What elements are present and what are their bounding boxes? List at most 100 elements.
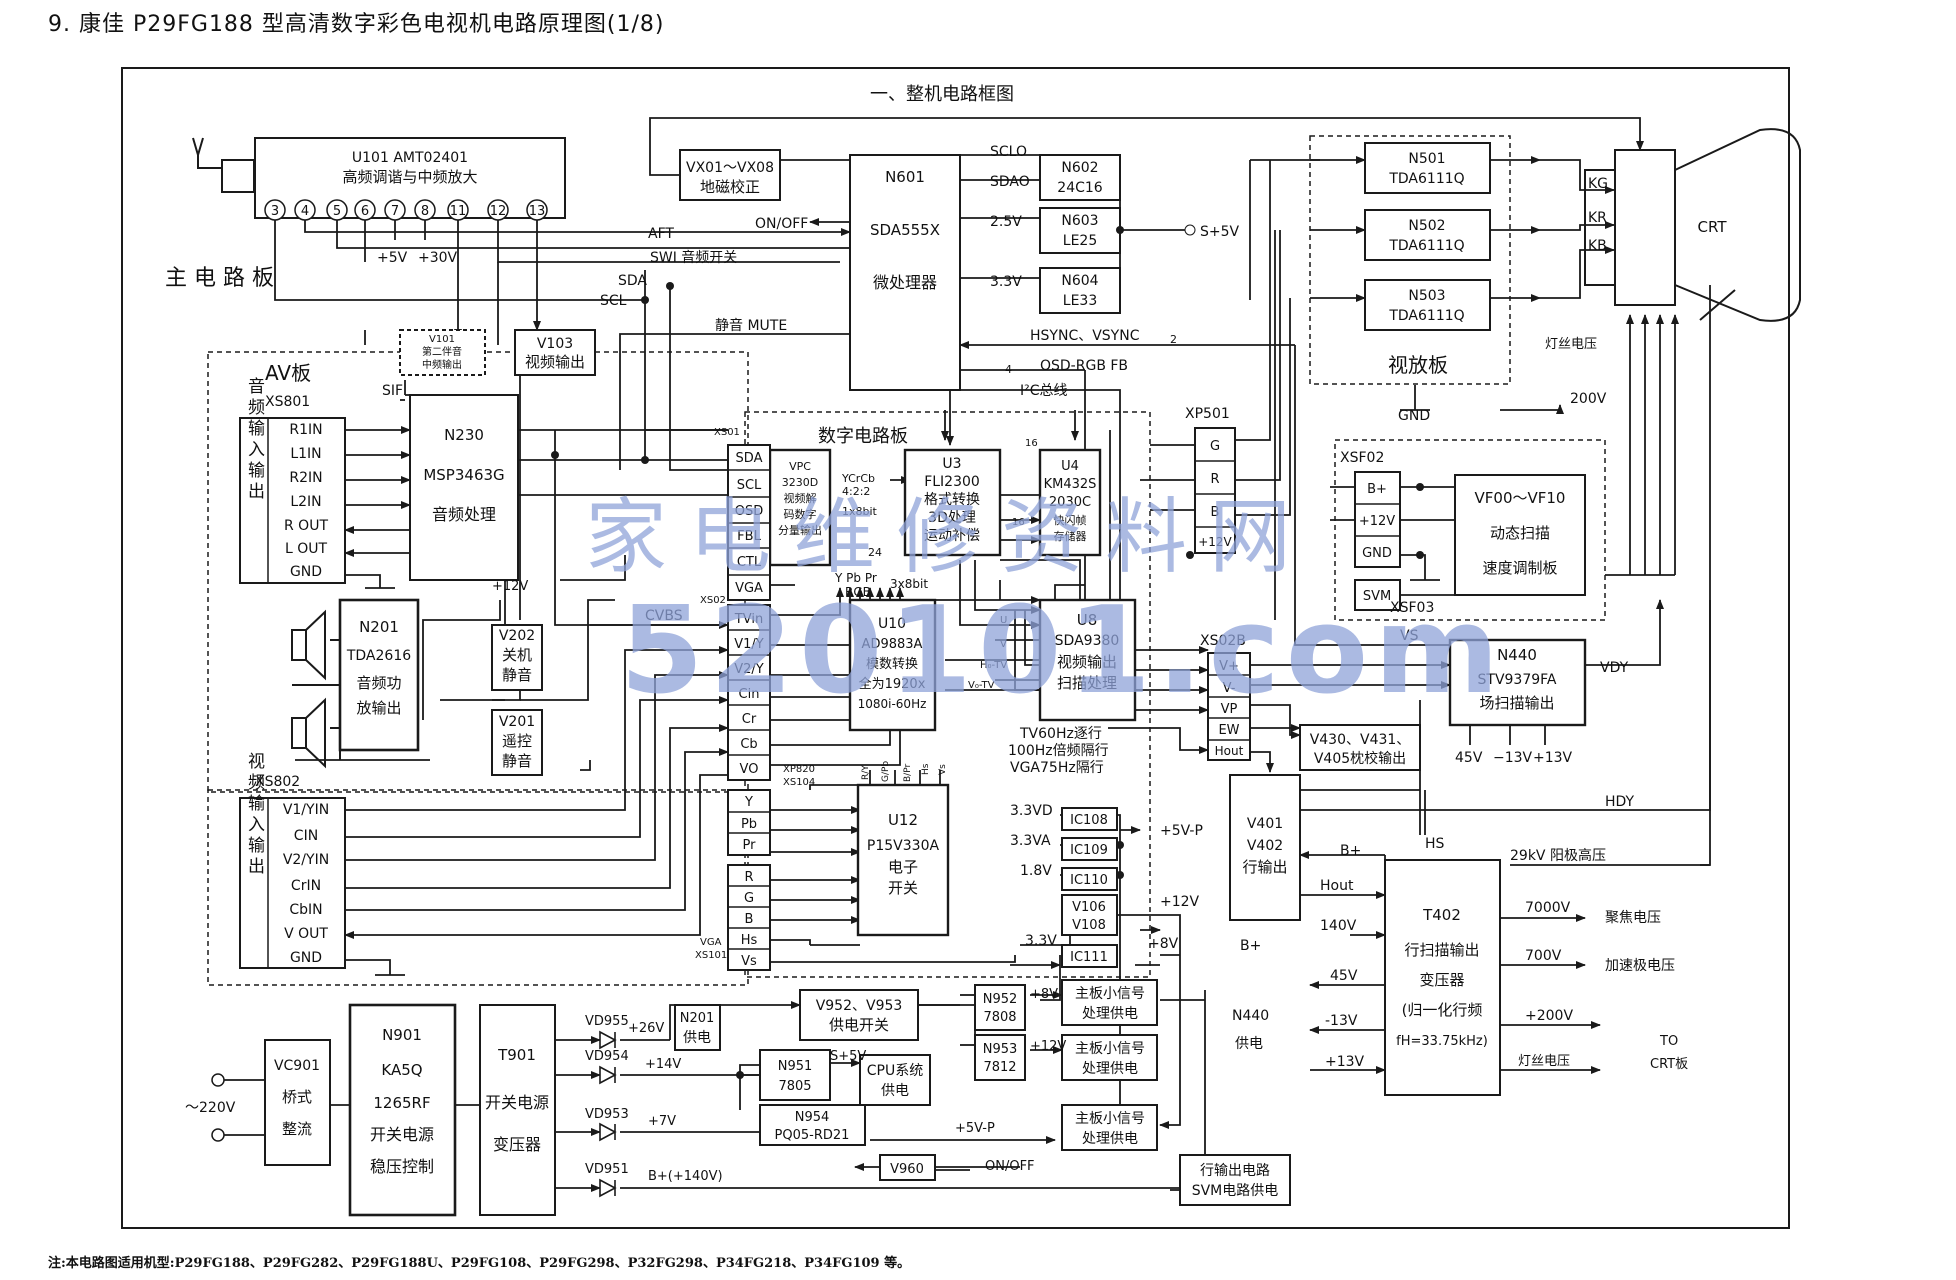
- label-p13b: +13V: [1325, 1054, 1365, 1070]
- xs02-pin: Cr: [742, 712, 757, 727]
- n601-chip: SDA555X: [870, 221, 940, 239]
- xs02-pin: VO: [740, 762, 759, 777]
- u12-block: [856, 783, 950, 937]
- u8-block: [1038, 598, 1137, 722]
- n230-block: [409, 394, 519, 581]
- label-votv: V₀-TV: [968, 680, 995, 691]
- xp501-pin: R: [1210, 472, 1219, 487]
- main-sup1-l2: 处理供电: [1082, 1006, 1138, 1022]
- xs01-pin: OSD: [735, 504, 764, 519]
- v106-l1: V106: [1072, 900, 1106, 915]
- outer-frame: [121, 67, 1790, 1229]
- t901-name: T901: [497, 1046, 536, 1064]
- label-p7v: +7V: [648, 1114, 676, 1129]
- label-kg: KG: [1588, 176, 1608, 192]
- label-s5v: S+5V: [1200, 224, 1240, 240]
- vpc-block: [768, 448, 832, 567]
- digital-board-label: 数字电路板: [818, 426, 908, 447]
- wires: [218, 117, 1711, 1192]
- xs02b-pin: V+: [1219, 659, 1239, 674]
- label-vd954: VD954: [585, 1049, 629, 1064]
- label-v33d: 3.3VD: [1010, 803, 1053, 819]
- vc901-block: [264, 1039, 331, 1166]
- ic109-name: IC109: [1070, 843, 1108, 858]
- t402-l4: fH=33.75kHz): [1396, 1034, 1488, 1049]
- t901-l1: 开关电源: [485, 1093, 549, 1112]
- xs01-pin: FBL: [737, 529, 761, 544]
- label-v45: 45V: [1455, 750, 1483, 766]
- xp820-pin: Pr: [743, 838, 757, 853]
- t402-l1: 行扫描输出: [1404, 941, 1479, 959]
- n501-block: [1364, 142, 1491, 194]
- v401-l2: V402: [1247, 838, 1283, 854]
- n201-l2: 放输出: [356, 699, 401, 717]
- label-vm13: −13V: [1493, 750, 1533, 766]
- n440-block: [1448, 638, 1587, 727]
- n601-func: 微处理器: [873, 273, 937, 292]
- v952-block: [799, 989, 919, 1041]
- v952-l2: 供电开关: [829, 1016, 889, 1034]
- n603-block: [1039, 207, 1121, 254]
- vga-pin: Vs: [741, 954, 757, 969]
- xp820-pin: Y: [744, 795, 753, 810]
- t402-block: [1384, 859, 1501, 1096]
- label-m13b: -13V: [1325, 1013, 1358, 1029]
- xsf02-pin: GND: [1362, 546, 1392, 561]
- n201-chip: TDA2616: [346, 648, 411, 664]
- label-p26v: +26V: [628, 1021, 664, 1036]
- label-v200: 200V: [1570, 391, 1607, 407]
- label-scan1: TV60Hz逐行: [1019, 726, 1102, 742]
- label-v7000: 7000V: [1525, 900, 1571, 916]
- u4-name: U4: [1061, 459, 1079, 474]
- n502-name: N502: [1408, 218, 1445, 234]
- n604-name: N604: [1061, 273, 1098, 289]
- n901-name: N901: [382, 1026, 422, 1044]
- n951-name: N951: [778, 1059, 813, 1074]
- label-p8v: +8V: [1030, 987, 1058, 1002]
- v101-name: V101: [429, 334, 455, 345]
- vpc-chip: 3230D: [782, 476, 818, 489]
- label-ratio: 4:2:2: [842, 485, 870, 498]
- label-n16a: 16: [1025, 438, 1038, 449]
- label-scan3: VGA75Hz隔行: [1010, 760, 1104, 776]
- xs02b-pin: V-: [1223, 681, 1236, 696]
- watermark-url: 520101.com: [620, 582, 1505, 721]
- crt-tube: [1584, 128, 1801, 322]
- xs02-pin: Cb: [740, 737, 757, 752]
- u10-l3: 1080i-60Hz: [858, 697, 927, 711]
- n601-name: N601: [885, 168, 925, 186]
- label-n440sup: N440: [1232, 1008, 1269, 1024]
- u12-chip: P15V330A: [867, 838, 940, 854]
- v202-l2: 静音: [502, 666, 532, 684]
- vga-name: VGA: [700, 937, 722, 948]
- main-board-label: 主 电 路 板: [165, 266, 274, 291]
- v101-l2: 中频输出: [422, 358, 462, 371]
- u8-l1: 视频输出: [1057, 653, 1117, 671]
- v401-l1: V401: [1247, 816, 1283, 832]
- u8-chip: SDA9380: [1055, 633, 1120, 649]
- xs01-pin: VGA: [735, 581, 763, 596]
- label-two: 2: [1170, 333, 1177, 346]
- v401-l3: 行输出: [1242, 858, 1287, 876]
- label-plus5vp: +5V-P: [1160, 823, 1203, 839]
- n901-block: [348, 1003, 457, 1217]
- main-sup1-l1: 主板小信号: [1075, 986, 1145, 1002]
- v952-l1: V952、V953: [816, 998, 903, 1014]
- label-sdao: SDAO: [990, 174, 1030, 190]
- label-ypbpr: Y Pb Pr: [834, 571, 877, 585]
- label-mute: 静音 MUTE: [715, 317, 787, 334]
- label-scan2: 100Hz倍频隔行: [1008, 743, 1109, 759]
- label-sda: SDA: [618, 273, 647, 289]
- n951-block: [759, 1049, 831, 1101]
- u4-chip: KM432S: [1044, 477, 1097, 492]
- tuner-pin-number: 13: [529, 204, 546, 219]
- vx01-name: VX01～VX08: [686, 160, 774, 176]
- tuner-pins: [264, 199, 548, 221]
- xs801-pin: L2IN: [290, 494, 321, 510]
- diodes: [599, 1030, 617, 1198]
- n952-chip: 7808: [983, 1010, 1016, 1025]
- u10-chip: AD9883A: [862, 637, 923, 652]
- n603-name: N603: [1061, 213, 1098, 229]
- u8-l2: 扫描处理: [1057, 674, 1117, 692]
- video-amp-board-label: 视放板: [1388, 353, 1448, 377]
